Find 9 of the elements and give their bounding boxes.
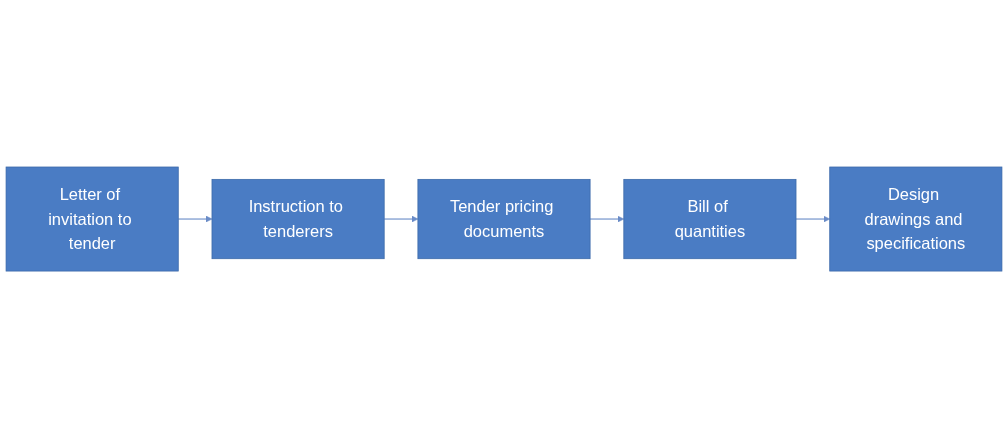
arrow — [383, 216, 419, 223]
arrow — [589, 216, 625, 223]
arrow — [795, 216, 830, 223]
node-box: Bill of quantities — [623, 179, 797, 260]
node-box: Instruction to tenderers — [211, 179, 385, 260]
node-box: Design drawings and specifications — [829, 167, 1003, 272]
node-box: Letter of invitation to tender — [5, 167, 179, 272]
node-box: Tender pricing documents — [417, 179, 591, 260]
arrow — [177, 216, 213, 223]
